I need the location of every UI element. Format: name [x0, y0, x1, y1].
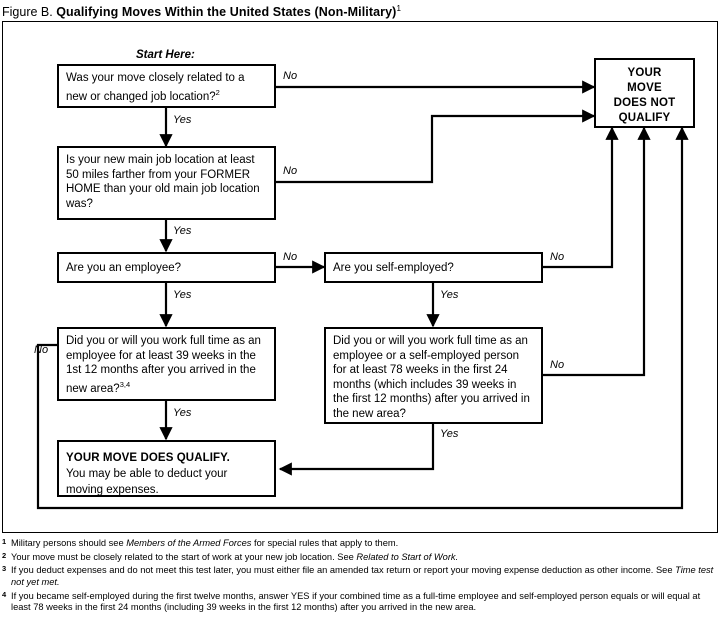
edge-label-q4-right-no: No: [550, 359, 565, 371]
footnote-text-run: Your move must be closely related to the…: [11, 551, 357, 562]
edge-label-q2-yes: Yes: [173, 225, 192, 237]
footnote-text-run: Military persons should see: [11, 538, 127, 548]
start-here-label: Start Here:: [136, 49, 195, 61]
footnote-text-run: for special rules that apply to them.: [251, 538, 399, 548]
terminal-line-2: MOVE: [627, 82, 662, 94]
footnote-1: 1 Military persons should see Members of …: [2, 537, 719, 550]
footnote-2: 2 Your move must be closely related to th…: [2, 550, 719, 564]
terminal-line-1: YOUR: [627, 67, 662, 79]
decision-q4-left-text: Did you or will you work full time as an…: [66, 335, 261, 395]
footnote-3: 3 If you deduct expenses and do not meet …: [2, 564, 719, 588]
footnote-list: 1 Military persons should see Members of …: [2, 537, 719, 616]
footnote-marker: 4: [2, 589, 7, 599]
decision-q3-left-text: Are you an employee?: [66, 262, 182, 274]
footnote-4: 4 If you became self-employed during the …: [2, 589, 719, 614]
title-footnote-marker: 1: [396, 4, 401, 13]
decision-q4-right-text: Did you or will you work full time as an…: [333, 335, 530, 420]
qualify-heading: YOUR MOVE DOES QUALIFY.: [66, 452, 230, 464]
qualify-body: You may be able to deduct your moving ex…: [66, 468, 228, 496]
decision-q1-footnote-marker: 2: [215, 87, 220, 97]
edge-label-q3-left-yes: Yes: [173, 289, 192, 301]
edge-label-q3-left-no: No: [283, 251, 298, 263]
terminal-line-3: DOES NOT: [613, 97, 676, 109]
decision-q2-text: Is your new main job location at least 5…: [66, 154, 260, 210]
footnote-text-run: If you became self-employed during the f…: [11, 590, 701, 613]
figure-label: Figure B.: [2, 5, 53, 20]
page-title: Figure B. Qualifying Moves Within the Un…: [2, 1, 717, 19]
edge-label-q2-no: No: [283, 165, 298, 177]
decision-box-are-you-self-employed[interactable]: Are you self-employed?: [324, 252, 543, 283]
decision-box-related-to-job-location[interactable]: Was your move closely related to a new o…: [57, 64, 276, 108]
footnote-text-run: Related to Start of Work.: [356, 551, 459, 562]
decision-q1-text: Was your move closely related to a new o…: [66, 72, 245, 103]
terminal-box-does-not-qualify: YOUR MOVE DOES NOT QUALIFY: [594, 58, 695, 128]
edge-label-q3-right-no: No: [550, 251, 565, 263]
figure-name: Qualifying Moves Within the United State…: [56, 5, 397, 20]
terminal-box-does-qualify: YOUR MOVE DOES QUALIFY. You may be able …: [57, 440, 276, 497]
edge-label-q4-right-yes: Yes: [440, 428, 459, 440]
edge-label-q4-left-yes: Yes: [173, 407, 192, 419]
footnote-marker: 2: [2, 550, 7, 560]
footnote-text-run: If you deduct expenses and do not meet t…: [11, 565, 676, 576]
decision-q4-left-footnote-marker: 3,4: [119, 379, 131, 389]
edge-label-q3-right-yes: Yes: [440, 289, 459, 301]
decision-box-fifty-mile-test[interactable]: Is your new main job location at least 5…: [57, 146, 276, 220]
footnote-marker: 1: [2, 537, 7, 546]
edge-label-q1-no: No: [283, 70, 298, 82]
edge-label-q1-yes: Yes: [173, 114, 192, 126]
terminal-line-4: QUALIFY: [618, 112, 671, 124]
edge-label-q4-left-no: No: [34, 344, 49, 356]
decision-box-78-week-test[interactable]: Did you or will you work full time as an…: [324, 327, 543, 424]
footnote-marker: 3: [2, 564, 7, 574]
decision-box-39-week-test[interactable]: Did you or will you work full time as an…: [57, 327, 276, 401]
footnote-text-run: Members of the Armed Forces: [126, 538, 252, 548]
decision-q3-right-text: Are you self-employed?: [333, 262, 454, 274]
decision-box-are-you-an-employee[interactable]: Are you an employee?: [57, 252, 276, 283]
footnote-text-run: Time test not yet met.: [11, 565, 714, 587]
